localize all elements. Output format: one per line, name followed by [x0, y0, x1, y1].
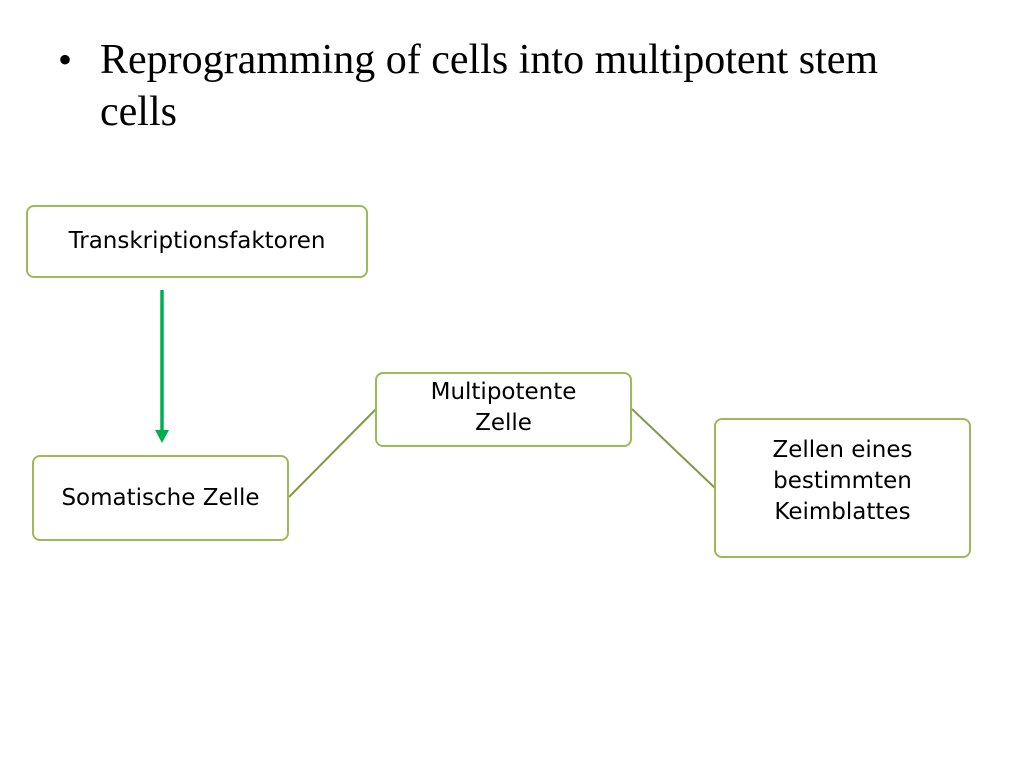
node-label: Somatische Zelle	[61, 484, 260, 511]
bullet-text: Reprogramming of cells into multipotent …	[100, 37, 879, 135]
bullet-item: • Reprogramming of cells into multipoten…	[58, 34, 978, 138]
node-label: Zellen eines bestimmten Keimblattes	[772, 437, 913, 525]
node-zellen-keimblatt: Zellen eines bestimmten Keimblattes	[714, 418, 971, 558]
connector-somatisch-to-multipotent	[288, 408, 377, 498]
arrow-head-icon	[155, 430, 169, 443]
node-multipotente-zelle: Multipotente Zelle	[375, 372, 632, 447]
node-somatische-zelle: Somatische Zelle	[32, 455, 289, 541]
node-transkriptionsfaktoren: Transkriptionsfaktoren	[26, 205, 368, 278]
node-label: Transkriptionsfaktoren	[68, 228, 326, 254]
connector-multipotent-to-keimblatt	[631, 408, 716, 489]
node-label: Multipotente Zelle	[430, 379, 577, 436]
bullet-dot-icon: •	[58, 37, 73, 82]
